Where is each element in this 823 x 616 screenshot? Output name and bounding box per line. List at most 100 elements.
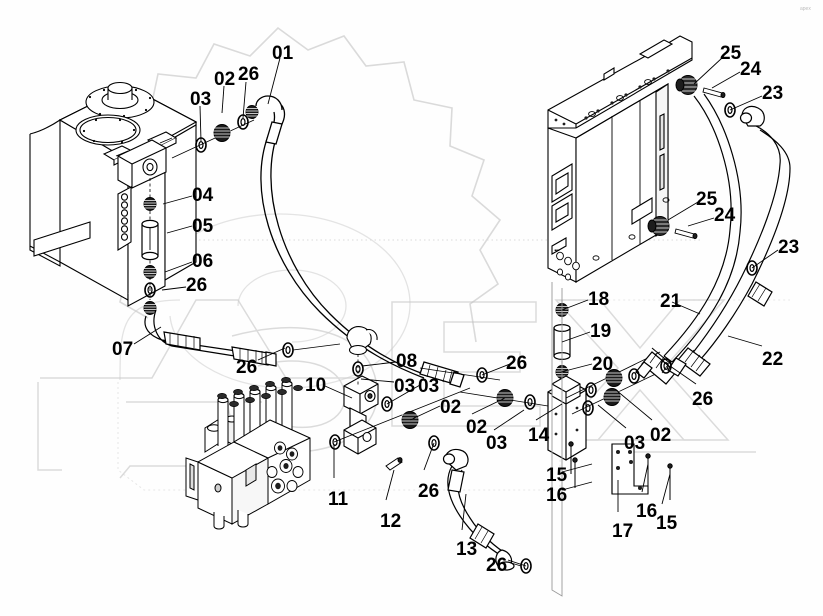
leader-13-32 xyxy=(461,493,467,531)
leader-24-35 xyxy=(711,71,741,89)
part-08-elbow xyxy=(346,326,378,356)
watermark-swirl xyxy=(117,213,790,491)
callout-05-5: 05 xyxy=(192,216,214,237)
tank-fitting-stack xyxy=(141,178,159,315)
callout-03-3: 03 xyxy=(190,89,212,110)
leader-02-1 xyxy=(221,85,225,114)
leader-25-37 xyxy=(667,201,699,221)
callout-21-40: 21 xyxy=(660,291,682,312)
leader-26-2 xyxy=(242,81,247,119)
part-03-oring-f xyxy=(524,394,536,410)
leader-06-6 xyxy=(164,261,193,273)
cooler-port-lower xyxy=(647,216,758,276)
hose-13 xyxy=(442,448,515,571)
leader-20-24 xyxy=(560,363,593,373)
callout-20-24: 20 xyxy=(592,354,614,375)
leader-23-36 xyxy=(729,95,763,111)
callout-26-9: 26 xyxy=(236,357,258,378)
leader-26-7 xyxy=(161,286,187,291)
bracket-fasteners xyxy=(568,441,673,500)
leader-14-21 xyxy=(535,403,563,421)
callout-03-20: 03 xyxy=(486,433,508,454)
callout-23-36: 23 xyxy=(762,83,784,104)
callout-leader-lines xyxy=(133,57,779,567)
hose-07 xyxy=(144,309,277,367)
part-02-nut-a xyxy=(213,124,231,142)
callout-17-29: 17 xyxy=(612,521,634,542)
leader-18-22 xyxy=(561,299,589,311)
leader-03-13 xyxy=(386,384,421,405)
hose-22 xyxy=(667,105,791,377)
leader-26-33 xyxy=(507,559,527,567)
callout-14-21: 14 xyxy=(528,425,550,446)
leader-01-0 xyxy=(267,57,281,105)
callout-26-42: 26 xyxy=(692,389,714,410)
callout-03-13: 03 xyxy=(418,376,440,397)
callout-07-8: 07 xyxy=(112,339,134,360)
callout-23-39: 23 xyxy=(778,237,800,258)
leader-04-4 xyxy=(162,195,193,205)
leader-12-16 xyxy=(385,469,395,501)
leader-10-10 xyxy=(324,385,353,399)
leader-02-14 xyxy=(409,405,441,421)
callout-06-6: 06 xyxy=(192,251,214,272)
part-24-bolt xyxy=(702,87,726,99)
leader-25-34 xyxy=(693,57,723,85)
callout-26-7: 26 xyxy=(186,275,208,296)
leader-16-28 xyxy=(561,481,593,491)
hydraulic-tank xyxy=(29,81,198,307)
part-06-fitting xyxy=(143,265,157,279)
part-24-bolt-b xyxy=(674,228,698,240)
callout-16-28: 16 xyxy=(546,485,568,506)
callout-15-31: 15 xyxy=(656,513,678,534)
leader-26-42 xyxy=(669,365,697,385)
leader-16-30 xyxy=(641,463,649,493)
leader-26-17 xyxy=(423,442,435,471)
leader-15-31 xyxy=(661,473,671,505)
callout-16-30: 16 xyxy=(636,501,658,522)
callout-18-22: 18 xyxy=(588,289,610,310)
callout-10-10: 10 xyxy=(305,375,327,396)
leader-03-25 xyxy=(597,404,627,429)
leader-15-27 xyxy=(561,463,593,473)
callout-24-38: 24 xyxy=(714,205,736,226)
leader-03-3 xyxy=(199,105,202,142)
leader-07-8 xyxy=(133,326,162,345)
part-03-oring-d xyxy=(585,382,597,398)
part-12-pin xyxy=(385,457,403,471)
leader-02-19 xyxy=(471,397,506,415)
part-05-spacer xyxy=(141,219,159,261)
manifold-stack xyxy=(551,300,581,405)
control-valve-block xyxy=(185,377,311,530)
callout-02-26: 02 xyxy=(650,425,672,446)
part-26-oring-b xyxy=(282,342,294,358)
callout-22-41: 22 xyxy=(762,349,784,370)
callout-12-16: 12 xyxy=(380,511,402,532)
leader-03-20 xyxy=(493,409,525,431)
leader-05-5 xyxy=(166,225,193,234)
leader-26-18 xyxy=(481,363,511,376)
svg-text:- -: - - xyxy=(555,247,559,252)
leader-24-38 xyxy=(687,217,715,227)
oil-cooler-radiator: - - xyxy=(547,35,693,283)
leader-03-12 xyxy=(360,378,395,383)
leader-26-9 xyxy=(257,347,286,361)
callout-11-15: 11 xyxy=(328,489,349,510)
callout-26-33: 26 xyxy=(486,555,508,576)
callout-13-32: 13 xyxy=(456,539,478,560)
manifold-left-ports xyxy=(419,367,549,410)
callout-25-37: 25 xyxy=(696,189,718,210)
callout-26-2: 26 xyxy=(238,64,260,85)
callout-02-1: 02 xyxy=(214,69,236,90)
callout-03-25: 03 xyxy=(624,433,646,454)
callout-19-23: 19 xyxy=(590,321,612,342)
inlet-fitting-row xyxy=(171,114,255,159)
leader-08-11 xyxy=(361,361,397,367)
leader-19-23 xyxy=(561,331,591,343)
leader-23-39 xyxy=(751,249,779,269)
callout-25-34: 25 xyxy=(720,43,742,64)
part-07-hose-end xyxy=(143,301,157,315)
callout-08-11: 08 xyxy=(396,351,418,372)
callout-04-4: 04 xyxy=(192,185,214,206)
